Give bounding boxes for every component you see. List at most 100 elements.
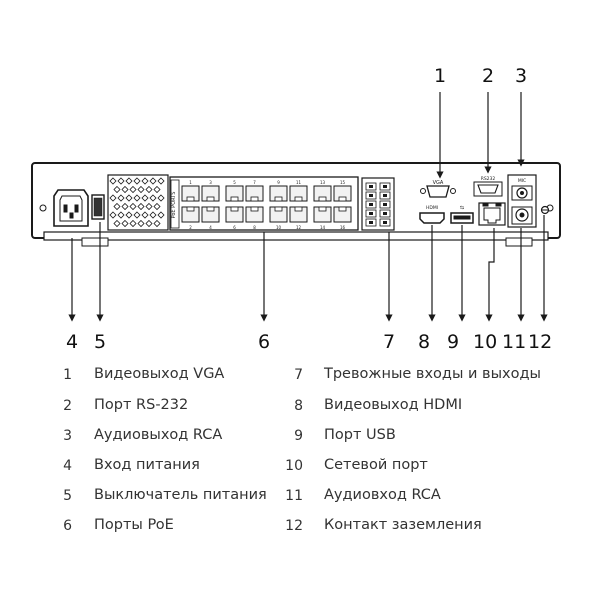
legend-label: Аудиовыход RCA [94,427,223,443]
legend-number: 12 [285,518,303,534]
poe-port-latch [274,206,283,212]
poe-port-number: 7 [253,180,256,185]
fan-hole [145,219,153,228]
poe-port-number: 4 [209,225,212,230]
alarm-terminal-screw [383,194,387,197]
callout-number-9: 9 [447,331,460,353]
poe-port-latch [250,196,259,202]
callout-number-3: 3 [515,65,528,87]
svg-text:HDMI: HDMI [426,205,438,211]
legend-label: Видеовыход HDMI [324,397,463,413]
legend-number: 6 [63,518,72,534]
fan-hole [125,177,133,185]
fan-hole [157,177,165,185]
legend-label: Порт RS-232 [94,397,189,413]
fan-hole [141,194,149,202]
fan-hole [157,194,165,202]
legend-label: Порты PoE [94,517,174,533]
fan-hole [141,177,149,185]
fan-hole [153,202,161,211]
legend-number: 11 [285,488,303,504]
alarm-terminal-screw [383,203,387,206]
fan-hole [149,194,157,202]
fan-hole [141,211,149,219]
network-port [478,202,506,226]
fan-hole [113,185,121,194]
fan-grille [107,174,169,231]
alarm-terminal-screw [369,185,373,188]
legend-number: 8 [294,398,303,414]
fan-hole [117,194,125,202]
fan-hole [125,194,133,202]
power-inlet [53,189,89,227]
poe-port-latch [338,196,347,202]
legend-label: Выключатель питания [94,487,267,503]
poe-port-latch [230,206,239,212]
usb-port: ⇆ [450,205,474,224]
fan-hole [149,211,157,219]
fan-hole [129,219,137,228]
fan-hole [117,211,125,219]
poe-port-latch [230,196,239,202]
callout-number-12: 12 [528,331,553,353]
poe-port-number: 14 [320,225,326,230]
ground-terminal [540,205,550,215]
svg-text:MIC: MIC [518,178,526,184]
legend-number: 4 [63,458,72,474]
fan-hole [113,202,121,211]
poe-port-number: 6 [233,225,236,230]
fan-hole [133,194,141,202]
fan-hole [121,185,129,194]
fan-hole [113,219,121,228]
legend-label: Сетевой порт [324,457,428,473]
legend-label: Контакт заземления [324,517,482,533]
callout-number-7: 7 [383,331,396,353]
callout-leaders [68,92,548,322]
legend-label: Аудиовход RCA [324,487,441,503]
svg-text:⇆: ⇆ [460,205,464,211]
vga-port: VGA [420,180,456,198]
poe-port-number: 11 [296,180,302,185]
fan-hole [117,177,125,185]
fan-hole [149,177,157,185]
callout-number-8: 8 [418,331,431,353]
alarm-terminal-screw [383,221,387,224]
alarm-terminal-screw [369,221,373,224]
poe-port-number: 16 [340,225,346,230]
fan-hole [133,177,141,185]
fan-hole [109,194,117,202]
svg-text:VGA: VGA [433,180,444,186]
callout-number-6: 6 [258,331,271,353]
callout-number-4: 4 [66,331,79,353]
poe-port-latch [274,196,283,202]
callout-number-5: 5 [94,331,107,353]
poe-port-number: 10 [276,225,282,230]
alarm-terminal-screw [369,212,373,215]
poe-port-latch [186,206,195,212]
legend-number: 10 [285,458,303,474]
fan-hole [153,185,161,194]
poe-port-latch [338,206,347,212]
poe-port-number: 15 [340,180,346,185]
alarm-terminal-block [361,177,395,231]
callout-number-10: 10 [473,331,498,353]
fan-hole [137,185,145,194]
poe-port-number: 8 [253,225,256,230]
legend-label: Порт USB [324,427,396,443]
fan-hole [121,202,129,211]
poe-port-latch [206,196,215,202]
poe-port-latch [294,206,303,212]
callout-number-1: 1 [434,65,447,87]
legend-label: Видеовыход VGA [94,366,225,382]
fan-hole [133,211,141,219]
legend-number: 5 [63,488,72,504]
legend-label: Вход питания [94,457,200,473]
alarm-terminal-screw [383,212,387,215]
poe-port-latch [186,196,195,202]
power-switch [91,194,105,220]
poe-port-number: 9 [277,180,280,185]
fan-hole [145,185,153,194]
svg-text:RS232: RS232 [481,176,496,182]
